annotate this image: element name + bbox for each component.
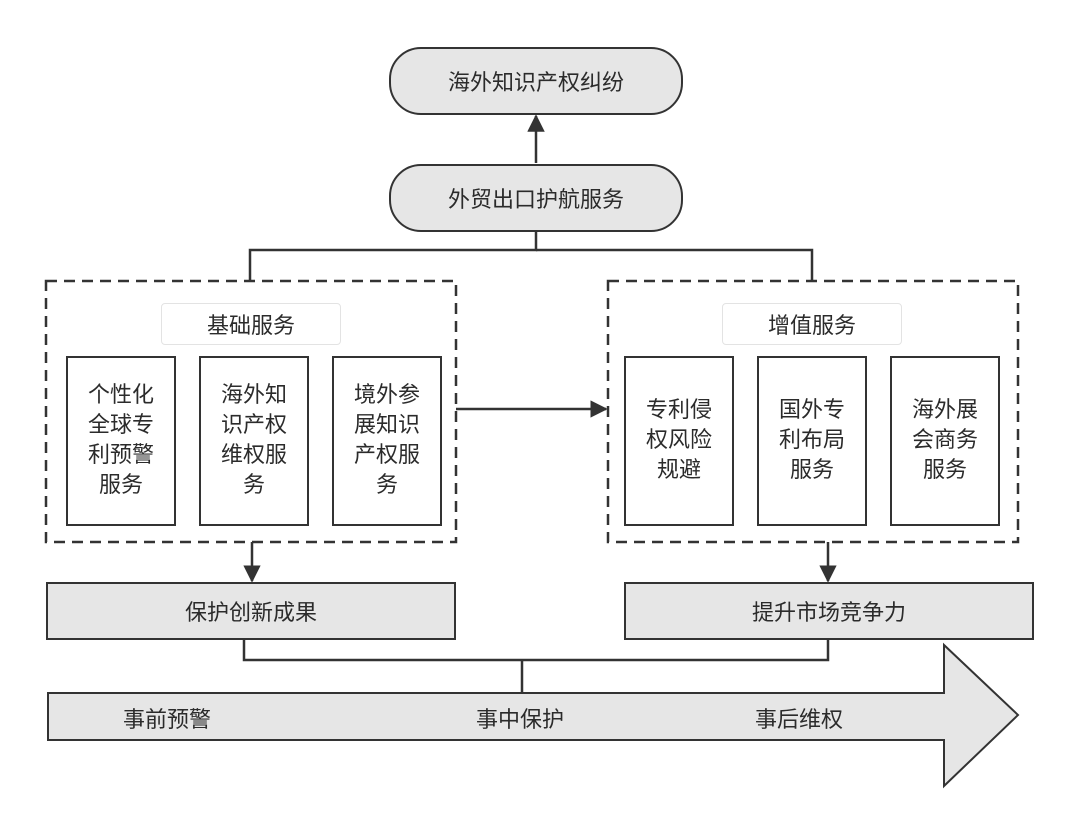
timeline-arrow: [47, 642, 1020, 789]
basic-service-card: 境外参展知识产权服务: [332, 356, 442, 526]
branch-connector-right: [536, 248, 814, 281]
basic-service-card: 海外知识产权维权服务: [199, 356, 309, 526]
export-escort-service-node: 外贸出口护航服务: [389, 164, 683, 232]
value-added-service-card: 海外展会商务服务: [890, 356, 1000, 526]
value-added-services-panel: [606, 279, 1020, 544]
protect-innovation-result: 保护创新成果: [46, 582, 456, 640]
basic-services-panel: [44, 279, 458, 544]
value-added-services-title: 增值服务: [722, 303, 902, 345]
timeline-stage-after: 事后维权: [755, 708, 844, 733]
merge-connector: [242, 640, 830, 662]
branch-connector: [248, 231, 538, 281]
value-added-service-card: 国外专利布局服务: [757, 356, 867, 526]
basic-service-card: 个性化全球专利预警服务: [66, 356, 176, 526]
value-added-service-card: 专利侵权风险规避: [624, 356, 734, 526]
basic-services-title: 基础服务: [161, 303, 341, 345]
timeline-stage-before: 事前预警: [123, 708, 212, 733]
competitiveness-result: 提升市场竞争力: [624, 582, 1034, 640]
timeline-stage-during: 事中保护: [476, 708, 565, 733]
overseas-ip-dispute-node: 海外知识产权纠纷: [389, 47, 683, 115]
